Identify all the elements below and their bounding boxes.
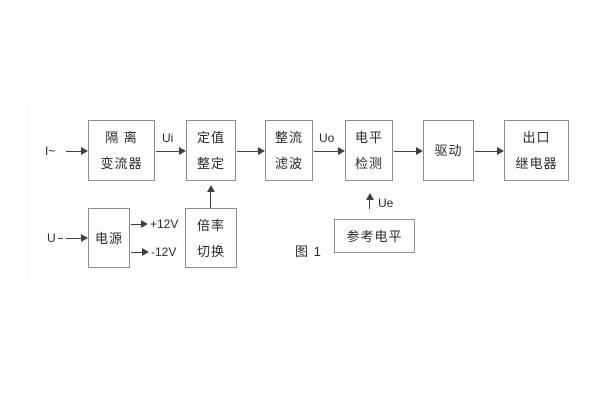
block-label: 驱动 xyxy=(434,143,463,158)
arrow-line xyxy=(237,151,258,152)
arrow-line xyxy=(156,151,179,152)
arrow-line xyxy=(475,151,497,152)
arrow-line xyxy=(210,192,211,208)
block-label: 倍率 xyxy=(196,217,225,233)
arrow-head xyxy=(81,234,88,242)
block-label: 滤波 xyxy=(274,156,303,171)
arrow-line xyxy=(131,224,141,225)
block-label: 参考电平 xyxy=(346,228,403,244)
arrow-head xyxy=(416,147,423,155)
block-rectifier-filter: 整流 滤波 xyxy=(265,120,313,181)
arrow-line xyxy=(394,151,416,152)
rail-minus-12v-label: -12V xyxy=(151,245,177,259)
block-label: 电源 xyxy=(94,230,123,246)
arrow-line xyxy=(66,238,81,239)
rail-plus-12v-label: +12V xyxy=(150,217,179,231)
arrow-line xyxy=(58,238,63,239)
block-label: 整定 xyxy=(196,156,225,171)
signal-ui-label: Ui xyxy=(162,131,174,145)
input-voltage-label: U xyxy=(47,231,56,245)
arrow-head xyxy=(142,248,149,256)
signal-uo-label: Uo xyxy=(319,131,335,145)
block-label: 隔 离 xyxy=(105,130,138,145)
block-output-relay: 出口 继电器 xyxy=(504,120,569,181)
signal-ue-label: Ue xyxy=(378,196,394,210)
arrow-head xyxy=(497,147,504,155)
arrow-head xyxy=(258,147,265,155)
arrow-head xyxy=(81,147,88,155)
block-label: 继电器 xyxy=(515,156,558,171)
block-setting-adjust: 定值 整定 xyxy=(186,120,236,181)
arrow-head xyxy=(207,185,215,192)
figure-caption: 图 1 xyxy=(295,244,322,259)
arrow-head xyxy=(141,220,148,228)
arrow-line xyxy=(131,252,142,253)
arrow-head xyxy=(338,147,345,155)
block-reference-level: 参考电平 xyxy=(334,219,415,253)
block-level-detector: 电平 检测 xyxy=(345,120,393,181)
arrow-head xyxy=(179,147,186,155)
arrow-head xyxy=(366,193,374,200)
block-driver: 驱动 xyxy=(423,120,474,181)
block-isolation-transformer: 隔 离 变流器 xyxy=(88,120,155,181)
block-power-supply: 电源 xyxy=(88,208,130,268)
arrow-line xyxy=(66,151,81,152)
block-label: 电平 xyxy=(354,130,383,145)
block-label: 变流器 xyxy=(100,156,143,171)
arrow-line xyxy=(369,200,370,209)
block-label: 整流 xyxy=(274,130,303,145)
block-label: 出口 xyxy=(522,130,551,145)
block-label: 检测 xyxy=(354,156,383,171)
block-label: 定值 xyxy=(196,130,225,145)
block-label: 切换 xyxy=(196,243,225,259)
input-current-label: I~ xyxy=(45,144,56,158)
arrow-line xyxy=(314,151,338,152)
block-ratio-switch: 倍率 切换 xyxy=(185,208,237,268)
